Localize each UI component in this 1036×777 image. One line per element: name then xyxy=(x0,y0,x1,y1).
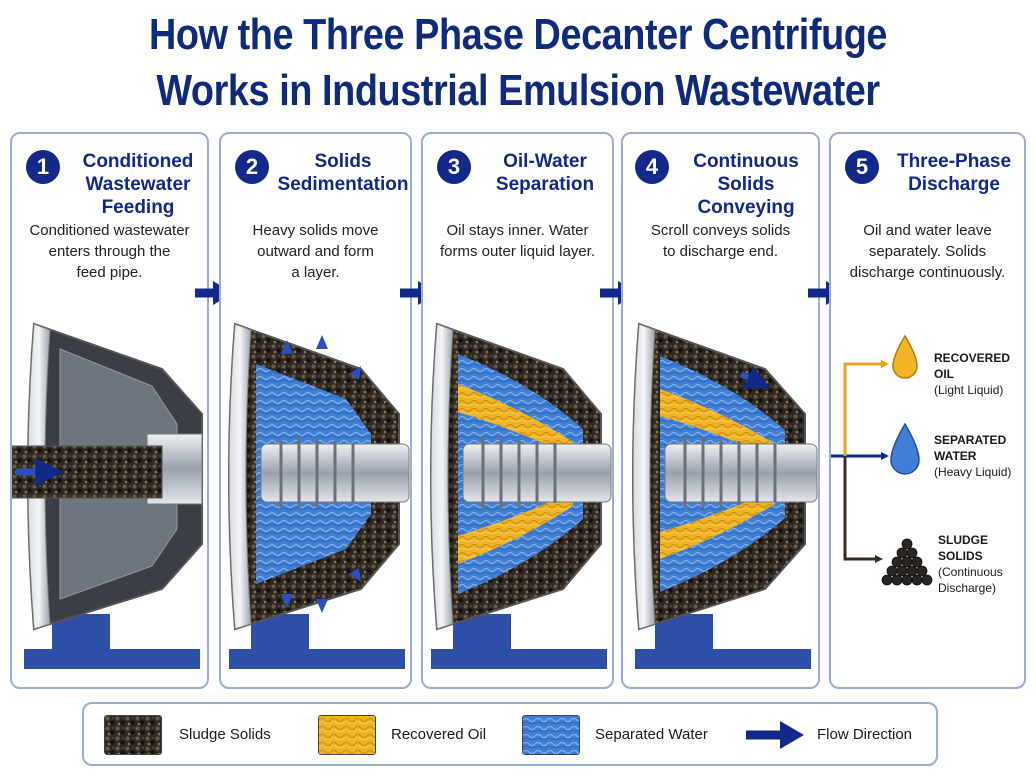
step-panel-1: 1 Conditioned Wastewater Feeding Conditi… xyxy=(10,132,209,689)
step-title: Three-Phase Discharge xyxy=(885,150,1023,196)
step-number-badge: 4 xyxy=(635,150,669,184)
step-description: Scroll conveys solids to discharge end. xyxy=(629,220,812,262)
recovered-oil-sub: (Light Liquid) xyxy=(934,383,1004,397)
step-title-line: Solids Conveying xyxy=(697,174,795,218)
step-title-line: Discharge xyxy=(908,174,1000,195)
water-drop-icon xyxy=(890,422,920,475)
step-panel-2: 2 Solids Sedimentation Heavy solids move… xyxy=(219,132,412,689)
separated-water-name: SEPARATED xyxy=(934,433,1007,447)
step-number-badge: 1 xyxy=(26,150,60,184)
step-desc-line: forms outer liquid layer. xyxy=(439,243,596,260)
step-title-line: Wastewater xyxy=(85,174,191,195)
step-description: Heavy solids move outward and form a lay… xyxy=(227,220,404,283)
machine-base xyxy=(24,649,200,669)
separated-water-name: WATER xyxy=(934,449,977,463)
step-panel-3: 3 Oil-Water Separation Oil stays inner. … xyxy=(421,132,614,689)
screw-conveyor xyxy=(664,443,818,503)
legend-flow-arrow-icon xyxy=(746,721,804,749)
step-title-line: Sedimentation xyxy=(277,174,409,195)
centrifuge-illustration-separation xyxy=(430,322,612,669)
step-panel-4: 4 Continuous Solids Conveying Scroll con… xyxy=(621,132,820,689)
legend-label-water: Separated Water xyxy=(595,726,708,743)
step-title: Conditioned Wastewater Feeding xyxy=(68,150,207,219)
step-title: Oil-Water Separation xyxy=(477,150,612,196)
centrifuge-illustration-feeding xyxy=(12,322,203,669)
oil-drop-icon xyxy=(892,334,918,379)
front-flange xyxy=(228,323,252,630)
sludge-pile-icon xyxy=(881,538,933,586)
sludge-solids-sub: Discharge) xyxy=(938,581,997,595)
page-title-line-1: How the Three Phase Decanter Centrifuge xyxy=(148,10,888,59)
sludge-discharge-line xyxy=(843,456,877,561)
page-title-line-2: Works in Industrial Emulsion Wastewater xyxy=(156,66,880,115)
legend-label-flow: Flow Direction xyxy=(817,726,913,743)
step-panel-5: 5 Three-Phase Discharge Oil and water le… xyxy=(829,132,1026,689)
step-description: Oil stays inner. Water forms outer liqui… xyxy=(429,220,606,262)
step-number-badge: 5 xyxy=(845,150,879,184)
step-desc-line: Oil stays inner. Water xyxy=(446,222,589,239)
machine-base xyxy=(635,649,811,669)
step-desc-line: a layer. xyxy=(291,264,340,281)
legend-label-oil: Recovered Oil xyxy=(391,726,487,743)
step-title: Solids Sedimentation xyxy=(275,150,410,196)
step-description: Oil and water leave separately. Solids d… xyxy=(837,220,1018,283)
step-desc-line: Scroll conveys solids xyxy=(650,222,791,239)
conveying-arrow-icon xyxy=(739,366,770,389)
step-desc-line: enters through the xyxy=(48,243,171,260)
separated-water-label: SEPARATED WATER (Heavy Liquid) xyxy=(934,432,1011,480)
step-desc-line: outward and form xyxy=(257,243,374,260)
centrifuge-illustration-sedimentation xyxy=(228,322,410,669)
legend-swatch-sludge xyxy=(104,715,162,755)
legend-swatch-oil xyxy=(318,715,376,755)
step-title-line: Oil-Water xyxy=(503,151,587,172)
sludge-solids-name: SLUDGE xyxy=(938,533,989,547)
machine-base xyxy=(431,649,607,669)
sludge-solids-label: SLUDGE SOLIDS (Continuous Discharge) xyxy=(938,532,1003,596)
step-number-badge: 3 xyxy=(437,150,471,184)
step-desc-line: Conditioned wastewater xyxy=(29,222,190,239)
step-title-line: Separation xyxy=(495,174,595,195)
sludge-solids-name: SOLIDS xyxy=(938,549,983,563)
machine-base xyxy=(229,649,405,669)
step-desc-line: discharge continuously. xyxy=(849,264,1006,281)
recovered-oil-name: RECOVERED OIL xyxy=(934,351,1011,381)
step-title-line: Three-Phase xyxy=(896,151,1012,172)
front-flange xyxy=(430,323,454,630)
legend: Sludge Solids Recovered Oil Separated Wa… xyxy=(82,702,938,766)
recovered-oil-label: RECOVERED OIL (Light Liquid) xyxy=(934,350,1024,398)
step-title-line: Feeding xyxy=(101,197,175,218)
centrifuge-illustration-conveying xyxy=(632,322,818,669)
legend-swatch-water xyxy=(522,715,580,755)
oil-discharge-line xyxy=(843,362,883,456)
discharge-diagram xyxy=(831,334,933,586)
sludge-solids-sub: (Continuous xyxy=(938,565,1003,579)
separated-water-sub: (Heavy Liquid) xyxy=(934,465,1012,479)
step-title: Continuous Solids Conveying xyxy=(673,150,818,219)
step-desc-line: to discharge end. xyxy=(662,243,779,260)
step-desc-line: feed pipe. xyxy=(76,264,143,281)
outward-arrows xyxy=(281,335,361,613)
step-title-line: Conditioned xyxy=(82,151,194,172)
step-title-line: Continuous xyxy=(693,151,799,172)
front-flange xyxy=(632,323,656,630)
step-description: Conditioned wastewater enters through th… xyxy=(18,220,201,283)
step-desc-line: Heavy solids move xyxy=(252,222,379,239)
step-desc-line: separately. Solids xyxy=(868,243,987,260)
step-number-badge: 2 xyxy=(235,150,269,184)
step-title-line: Solids xyxy=(314,151,372,172)
step-desc-line: Oil and water leave xyxy=(863,222,992,239)
legend-label-sludge: Sludge Solids xyxy=(179,726,271,743)
